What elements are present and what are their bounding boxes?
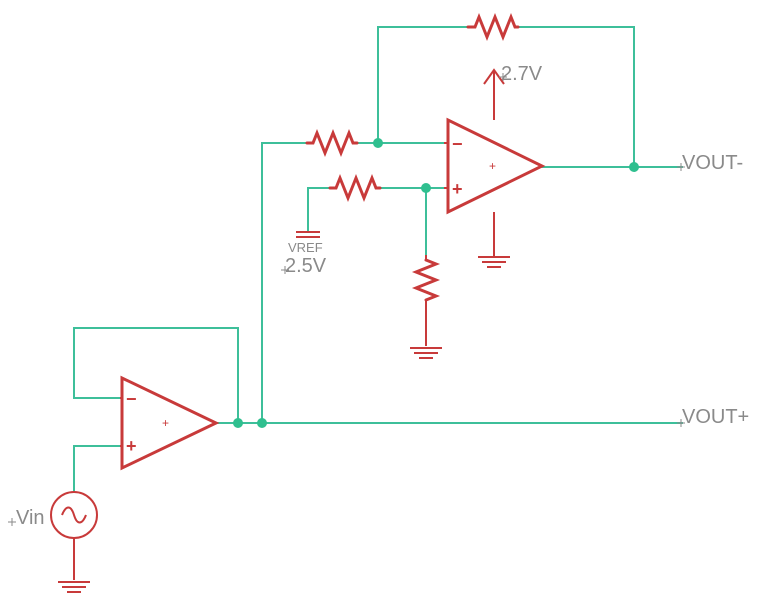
vref-source: VREF 2.5V [281,231,327,277]
wire-buffer-feedback [73,327,239,424]
junctions [233,138,639,428]
supply-voltage-label: 2.7V [501,63,543,85]
vin-source: Vin [8,491,98,580]
resistor-input [305,128,359,158]
ground-icon-vin [58,581,90,593]
junction-vout-minus [629,162,639,172]
junction-inverting-node [373,138,383,148]
vin-label: Vin [16,507,45,529]
ground-icon-opamp2 [478,256,510,268]
wires [73,26,683,493]
resistor-divider [411,255,441,346]
opamp2-inverting-pin-label: − [452,134,463,154]
opamp1-inverting-pin-label: − [126,389,137,409]
resistor-vref [328,173,382,203]
opamp-difference: − + + [444,68,546,256]
junction-noninverting-node [421,183,431,193]
vref-name-label: VREF [288,240,323,255]
opamp2-body-mark: + [489,159,496,173]
junction-vout-plus [257,418,267,428]
wire-feedback-right [517,26,635,168]
supply-label-group: 2.7V [499,63,543,85]
wire-feedback-left [377,26,469,144]
opamp2-noninverting-pin-label: + [452,179,463,199]
wire-vref-to-rref [307,187,331,232]
ground-icon-divider [410,347,442,359]
vref-value-label: 2.5V [285,255,327,277]
vout-minus-label: VOUT- [682,152,743,174]
opamp1-noninverting-pin-label: + [126,436,137,456]
vout-plus-label: VOUT+ [682,406,749,428]
wire-input-to-rin [261,142,308,422]
resistor-feedback [466,12,520,42]
opamp-buffer: − + + [120,375,220,471]
wire-vin-to-buffer [73,445,121,493]
sine-wave-icon [61,506,87,524]
junction-buffer-output [233,418,243,428]
output-labels: VOUT- VOUT+ [677,152,749,428]
supply-arrow-icon [483,68,505,85]
opamp1-body-mark: + [162,416,169,430]
